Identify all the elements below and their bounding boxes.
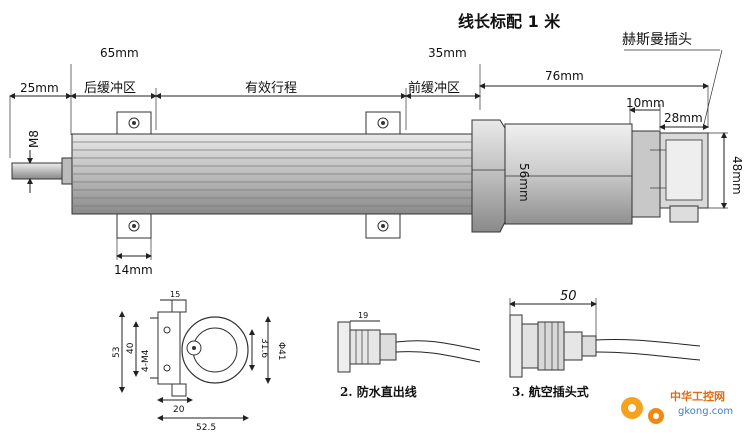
dim-phi41: Φ41	[276, 342, 286, 361]
callout-leader	[702, 49, 723, 129]
end-view	[150, 299, 249, 397]
front-flange	[471, 119, 506, 233]
dim-4-m4: 4-M4	[141, 349, 151, 372]
dim-14: 14mm	[114, 263, 153, 277]
tube-ribs	[72, 141, 472, 207]
caption-waterproof-cable: 2. 防水直出线	[340, 384, 417, 399]
dim-28: 28mm	[664, 111, 703, 125]
dim-15: 15	[170, 290, 180, 299]
dim-65: 65mm	[100, 46, 139, 60]
dim-m8: M8	[27, 130, 41, 148]
dim-35: 35mm	[428, 46, 467, 60]
connector-body	[665, 139, 703, 201]
dim-48: 48mm	[730, 156, 744, 195]
dim-50: 50	[560, 289, 577, 304]
front-buffer-label: 前缓冲区	[408, 80, 460, 96]
end-cap	[631, 130, 661, 218]
watermark-logo	[621, 397, 664, 424]
title: 线长标配 1 米	[458, 12, 561, 31]
dim-20: 20	[173, 405, 185, 415]
watermark-line2: gkong.com	[678, 406, 733, 417]
rod-collar	[61, 157, 74, 185]
waterproof-cable-drawing	[337, 321, 481, 373]
mount-bracket	[116, 111, 152, 239]
rear-buffer-label: 后缓冲区	[84, 81, 136, 96]
dim-56: 56mm	[517, 163, 531, 202]
connector-callout-label: 赫斯曼插头	[622, 32, 692, 48]
dim-52-5: 52.5	[196, 423, 216, 433]
dim-53: 53	[112, 347, 122, 358]
connector-gland	[669, 205, 699, 223]
dim-10: 10mm	[626, 96, 665, 110]
piston-rod	[11, 162, 63, 180]
dim-76: 76mm	[545, 69, 584, 83]
dim-31-6: 31.6	[259, 338, 269, 358]
dim-25: 25mm	[20, 81, 59, 95]
aviation-plug-drawing	[509, 314, 701, 378]
mount-bracket	[365, 111, 401, 239]
watermark-line1: 中华工控网	[670, 389, 725, 403]
dim-40: 40	[126, 342, 136, 354]
effective-stroke-label: 有效行程	[245, 81, 297, 96]
motor-housing	[504, 123, 633, 225]
caption-aviation-plug: 3. 航空插头式	[512, 384, 589, 399]
dim-19: 19	[358, 311, 368, 320]
